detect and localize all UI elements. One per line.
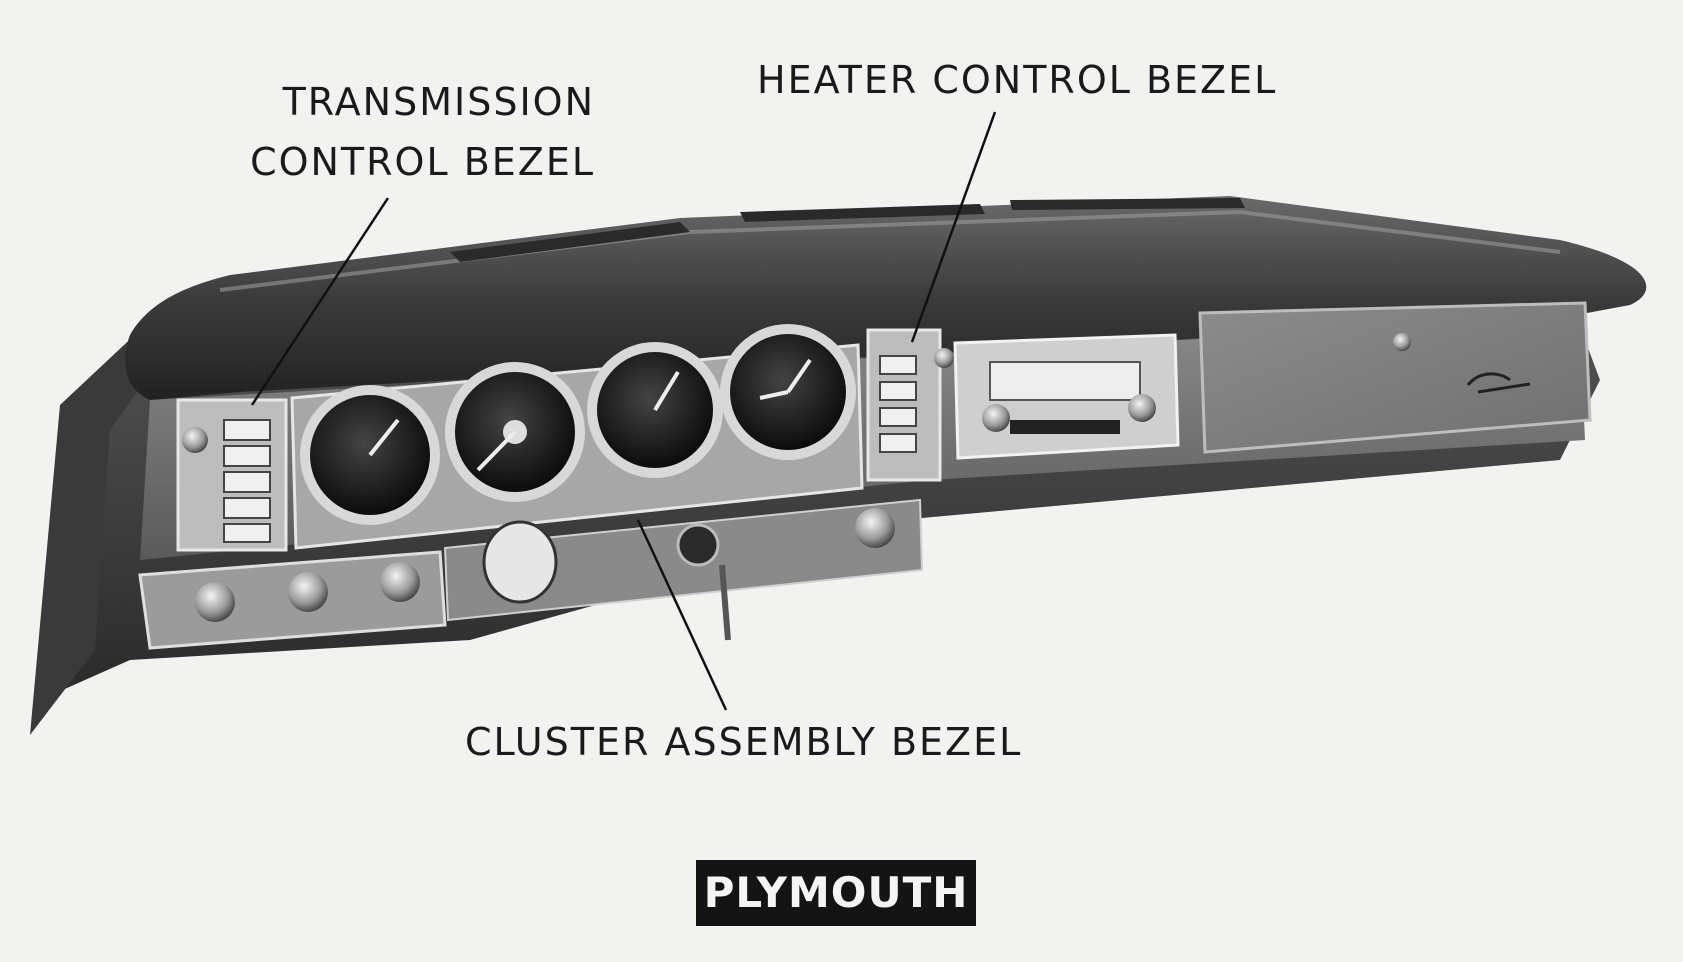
radio-knob-left — [982, 404, 1010, 432]
switch-knob-1 — [195, 582, 235, 622]
plymouth-caption-badge: PLYMOUTH — [696, 860, 976, 926]
heater-knob — [934, 348, 954, 368]
heater-buttons — [879, 355, 917, 453]
transmission-knob — [182, 427, 208, 453]
push-button-column — [223, 419, 271, 543]
glove-box-door — [1198, 301, 1592, 454]
ignition-key — [719, 564, 731, 641]
heater-control-bezel — [866, 328, 942, 482]
radio-push-buttons — [1010, 420, 1120, 434]
cluster-assembly-bezel-label: CLUSTER ASSEMBLY BEZEL — [465, 712, 1022, 772]
cluster-label-text: CLUSTER ASSEMBLY BEZEL — [465, 720, 1023, 764]
gauge-speedometer — [445, 362, 585, 502]
gauge-oil-pressure — [587, 342, 723, 478]
leader-line-cluster — [636, 519, 728, 711]
glove-box-lock — [1393, 333, 1411, 351]
right-knob — [855, 508, 895, 548]
leader-line-transmission — [250, 197, 390, 406]
radio-dial — [989, 361, 1141, 401]
heater-control-bezel-label: HEATER CONTROL BEZEL — [757, 50, 1277, 110]
left-end-cap — [30, 330, 160, 735]
transmission-label-line2: CONTROL BEZEL — [250, 140, 595, 184]
leader-line-heater — [910, 111, 997, 343]
transmission-label-line1: TRANSMISSION — [282, 80, 595, 124]
switch-knob-3 — [380, 562, 420, 602]
heater-label-text: HEATER CONTROL BEZEL — [757, 58, 1278, 102]
gauge-left — [300, 385, 440, 525]
defroster-vent-right — [1010, 198, 1245, 210]
defroster-vent-mid — [740, 204, 985, 222]
switch-knob-2 — [288, 572, 328, 612]
fury-script-emblem — [1466, 372, 1531, 394]
transmission-control-bezel-label: TRANSMISSION CONTROL BEZEL — [245, 72, 595, 192]
defroster-vent-left — [450, 222, 690, 262]
ignition-switch — [676, 523, 720, 567]
radio-knob-right — [1128, 394, 1156, 422]
crash-pad-highlight — [219, 209, 1561, 292]
ash-tray-opening — [482, 520, 558, 604]
gauge-clock — [720, 324, 856, 460]
